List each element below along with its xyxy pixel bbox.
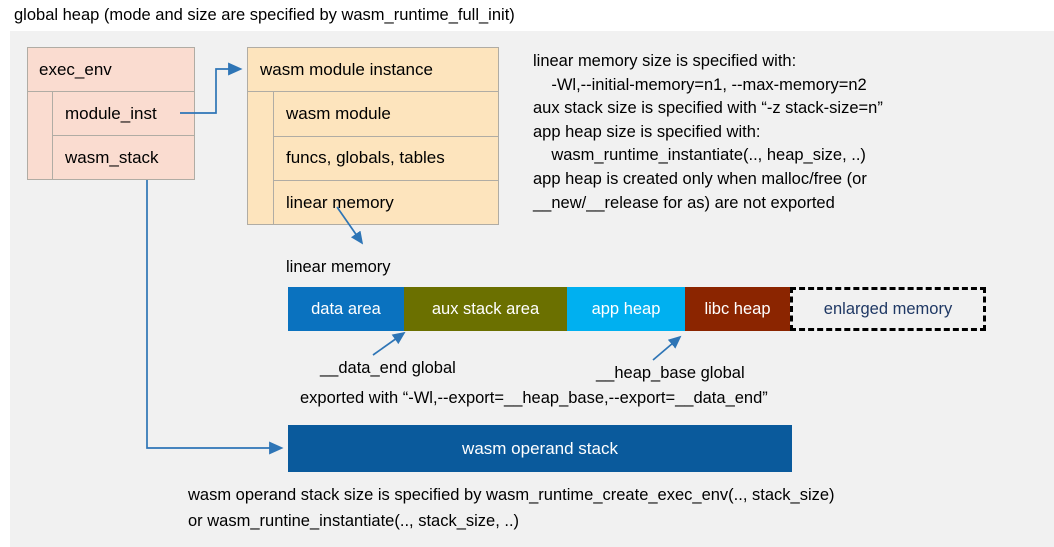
exec-env-title: exec_env <box>28 48 194 92</box>
exec-env-box: exec_env module_inst wasm_stack <box>27 47 195 180</box>
wasm-operand-stack-bar: wasm operand stack <box>288 425 792 472</box>
memory-segment-aux-stack-area: aux stack area <box>404 287 567 331</box>
memory-segment-data-area: data area <box>288 287 404 331</box>
exec-env-field-module-inst: module_inst <box>53 92 194 136</box>
annotation-heap-base: __heap_base global <box>596 364 745 382</box>
exec-env-field-wasm-stack: wasm_stack <box>65 148 159 167</box>
wasm-module-instance-title: wasm module instance <box>248 48 498 92</box>
linear-memory-note: linear memory size is specified with: -W… <box>533 52 883 212</box>
field-wasm-module: wasm module <box>274 92 498 137</box>
linear-memory-bar: data area aux stack area app heap libc h… <box>288 287 986 331</box>
page-title: global heap (mode and size are specified… <box>14 6 515 24</box>
linear-memory-label: linear memory <box>286 258 391 276</box>
exec-env-fields: module_inst wasm_stack <box>52 92 194 179</box>
operand-stack-note: wasm operand stack size is specified by … <box>188 486 835 530</box>
wasm-module-instance-fields: wasm module funcs, globals, tables linea… <box>273 92 498 224</box>
field-funcs-globals-tables: funcs, globals, tables <box>274 137 498 181</box>
memory-segment-app-heap: app heap <box>567 287 685 331</box>
wasm-module-instance-box: wasm module instance wasm module funcs, … <box>247 47 499 225</box>
field-linear-memory: linear memory <box>286 193 394 213</box>
annotation-data-end: __data_end global <box>320 359 456 377</box>
memory-segment-libc-heap: libc heap <box>685 287 790 331</box>
memory-segment-enlarged-memory: enlarged memory <box>790 287 986 331</box>
annotation-exported: exported with “-Wl,--export=__heap_base,… <box>300 389 768 407</box>
